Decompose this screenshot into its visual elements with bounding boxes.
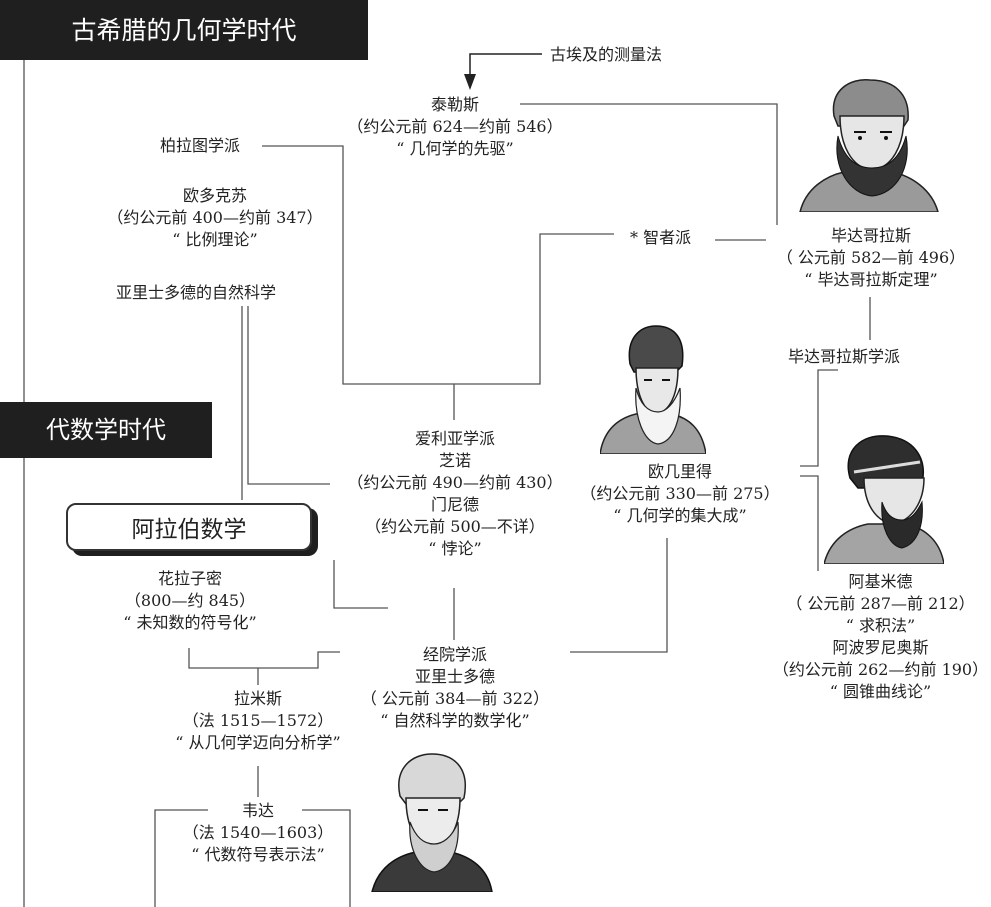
eudoxus-node: 欧多克苏 （约公元前 400—约前 347） “ 比例理论” <box>90 185 340 251</box>
zeno-dates: （约公元前 490—约前 430） <box>347 473 563 492</box>
viete-title: “ 代数符号表示法” <box>191 845 325 864</box>
aristotle-science-label: 亚里士多德的自然科学 <box>116 283 277 302</box>
plato-tag: 柏拉图学派 <box>158 136 243 156</box>
eleatic-school: 爱利亚学派 <box>414 429 495 448</box>
archimedes-title: “ 求积法” <box>845 616 916 635</box>
aristotle-portrait <box>371 753 493 892</box>
pythagorean-school-label: 毕达哥拉斯学派 <box>788 347 901 366</box>
plato-label: 柏拉图学派 <box>160 136 241 155</box>
eleatic-node: 爱利亚学派 芝诺 （约公元前 490—约前 430） 门尼德 （约公元前 500… <box>330 428 580 560</box>
pythagoras-portrait <box>799 79 939 212</box>
archimedes-node: 阿基米德 （ 公元前 287—前 212） “ 求积法” 阿波罗尼奥斯 （约公元… <box>770 571 991 703</box>
viete-name: 韦达 <box>241 801 274 820</box>
thales-name: 泰勒斯 <box>430 95 479 114</box>
khwarizmi-dates: （800—约 845） <box>124 591 256 610</box>
aristotle-title: “ 自然科学的数学化” <box>380 711 530 730</box>
eleatic-title: “ 悖论” <box>428 539 482 558</box>
pythagoras-name: 毕达哥拉斯 <box>830 226 911 245</box>
archimedes-dates: （ 公元前 287—前 212） <box>786 594 975 613</box>
eudoxus-name: 欧多克苏 <box>182 186 247 205</box>
apollonius-title: “ 圆锥曲线论” <box>829 682 932 701</box>
eudoxus-dates: （约公元前 400—约前 347） <box>107 208 323 227</box>
egypt-label: 古埃及的测量法 <box>550 45 663 64</box>
arabic-math-box: 阿拉伯数学 <box>66 503 312 551</box>
arrow-head-icon <box>464 74 476 90</box>
pythagoras-node: 毕达哥拉斯 （ 公元前 582—前 496） “ 毕达哥拉斯定理” <box>766 225 976 291</box>
sophists-label: * 智者派 <box>630 228 692 247</box>
euclid-node: 欧几里得 （约公元前 330—前 275） “ 几何学的集大成” <box>560 461 800 527</box>
thales-node: 泰勒斯 （约公元前 624—约前 546） “ 几何学的先驱” <box>330 94 580 160</box>
ramus-node: 拉米斯 （法 1515—1572） “ 从几何学迈向分析学” <box>130 688 386 754</box>
eudoxus-title: “ 比例理论” <box>172 230 258 249</box>
algebra-era-title: 代数学时代 <box>46 416 166 444</box>
pythagorean-school-tag: 毕达哥拉斯学派 <box>786 347 903 367</box>
euclid-dates: （约公元前 330—前 275） <box>580 484 780 503</box>
zeno-name: 芝诺 <box>438 451 471 470</box>
pythagoras-dates: （ 公元前 582—前 496） <box>776 248 966 267</box>
thales-dates: （约公元前 624—约前 546） <box>347 117 563 136</box>
egypt-tag: 古埃及的测量法 <box>548 45 665 65</box>
viete-dates: （法 1540—1603） <box>182 823 334 842</box>
khwarizmi-node: 花拉子密 （800—约 845） “ 未知数的符号化” <box>80 568 300 634</box>
apollonius-name: 阿波罗尼奥斯 <box>832 638 929 657</box>
ramus-dates: （法 1515—1572） <box>182 711 334 730</box>
parmenides-dates: （约公元前 500—不详） <box>365 517 545 536</box>
ramus-title: “ 从几何学迈向分析学” <box>175 733 341 752</box>
sophists-tag: * 智者派 <box>628 228 694 248</box>
aristotle-dates: （ 公元前 384—前 322） <box>360 689 550 708</box>
viete-node: 韦达 （法 1540—1603） “ 代数符号表示法” <box>140 800 376 866</box>
aristotle-science-tag: 亚里士多德的自然科学 <box>114 283 279 303</box>
euclid-name: 欧几里得 <box>647 462 712 481</box>
aristotle-name: 亚里士多德 <box>414 667 495 686</box>
thales-title: “ 几何学的先驱” <box>396 139 514 158</box>
archimedes-name: 阿基米德 <box>848 572 913 591</box>
apollonius-dates: （约公元前 262—约前 190） <box>772 660 989 679</box>
arabic-math-title: 阿拉伯数学 <box>131 517 247 543</box>
parmenides-name: 门尼德 <box>430 495 479 514</box>
khwarizmi-name: 花拉子密 <box>157 569 222 588</box>
archimedes-portrait <box>824 435 944 564</box>
euclid-portrait <box>600 325 706 454</box>
khwarizmi-title: “ 未知数的符号化” <box>123 613 257 632</box>
ramus-name: 拉米斯 <box>233 689 282 708</box>
greek-era-title: 古希腊的几何学时代 <box>71 15 297 45</box>
euclid-title: “ 几何学的集大成” <box>613 506 747 525</box>
pythagoras-title: “ 毕达哥拉斯定理” <box>804 270 938 289</box>
greek-era-banner: 古希腊的几何学时代 <box>0 0 368 60</box>
algebra-era-banner: 代数学时代 <box>0 402 212 458</box>
scholastic-node: 经院学派 亚里士多德 （ 公元前 384—前 322） “ 自然科学的数学化” <box>340 644 570 732</box>
scholastic-school: 经院学派 <box>422 645 487 664</box>
